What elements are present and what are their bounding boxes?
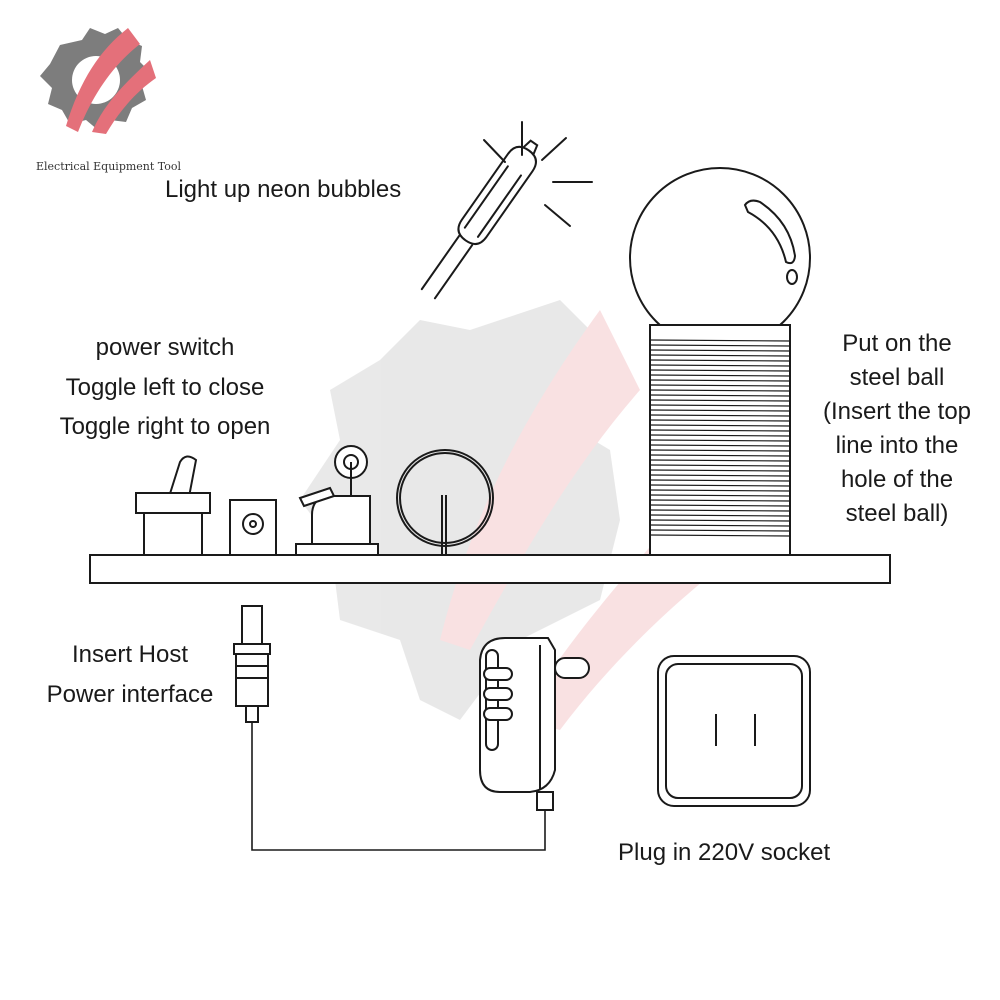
- label-ball-line-4: line into the: [835, 432, 959, 460]
- coil-winding: [649, 419, 791, 422]
- coil-winding: [649, 439, 791, 442]
- label-switch-line-1: power switch: [95, 334, 235, 361]
- coil-winding: [649, 494, 791, 497]
- coil-winding: [649, 429, 791, 432]
- coil-winding: [649, 484, 791, 487]
- label-ball-line-1: Put on the: [842, 330, 952, 357]
- coil-winding: [649, 434, 791, 437]
- label-ball-line-3: (Insert the top: [822, 398, 972, 426]
- coil-winding: [649, 379, 791, 382]
- coil-winding: [649, 489, 791, 492]
- label-ball-line-6: steel ball): [845, 500, 949, 528]
- coil-winding: [649, 444, 791, 447]
- tesla-coil-icon: [649, 324, 791, 556]
- label-ball-line-5: hole of the: [840, 466, 954, 494]
- coil-winding: [649, 374, 791, 377]
- label-switch-line-2: Toggle left to close: [65, 373, 265, 401]
- coil-winding: [649, 409, 791, 412]
- coil-winding: [649, 464, 791, 467]
- label-host-line-2: Power interface: [46, 680, 214, 708]
- wall-socket-icon: [657, 655, 811, 807]
- coil-winding: [649, 519, 791, 522]
- coil-winding: [649, 509, 791, 512]
- dc-plug-icon: [233, 605, 271, 723]
- label-neon-bubbles: Light up neon bubbles: [165, 170, 401, 210]
- coil-winding: [649, 414, 791, 417]
- coil-winding: [649, 474, 791, 477]
- coil-winding: [649, 344, 791, 347]
- label-neon-text: Light up neon bubbles: [165, 176, 402, 203]
- coil-winding: [649, 424, 791, 427]
- power-adapter-icon: [479, 637, 590, 811]
- toggle-switch-icon: [135, 455, 211, 556]
- coil-winding: [649, 459, 791, 462]
- neon-bulb-icon: [420, 121, 593, 300]
- coil-winding: [649, 504, 791, 507]
- brand-name: Electrical Equipment Tool: [36, 160, 182, 173]
- coil-ring-icon: [396, 449, 494, 555]
- coil-winding: [649, 369, 791, 372]
- label-ball-line-2: steel ball: [849, 364, 945, 392]
- coil-winding: [649, 534, 791, 537]
- coil-winding: [649, 354, 791, 357]
- label-switch-line-3: Toggle right to open: [59, 413, 271, 441]
- label-power-switch: power switch Toggle left to close Toggle…: [40, 328, 290, 447]
- coil-winding: [649, 479, 791, 482]
- coil-winding: [649, 449, 791, 452]
- base-board: [89, 554, 891, 584]
- logo-gear-icon: [40, 28, 156, 134]
- coil-winding: [649, 364, 791, 367]
- coil-winding: [649, 454, 791, 457]
- coil-winding: [649, 469, 791, 472]
- label-steel-ball: Put on the steel ball (Insert the top li…: [800, 327, 994, 531]
- coil-winding: [649, 529, 791, 532]
- coil-winding: [649, 384, 791, 387]
- cable: [251, 722, 546, 851]
- label-host-power: Insert Host Power interface: [30, 635, 230, 714]
- coil-winding: [649, 359, 791, 362]
- steel-ball-icon: [629, 167, 811, 349]
- coil-winding: [649, 339, 791, 342]
- coil-winding: [649, 499, 791, 502]
- coil-winding: [649, 524, 791, 527]
- dc-jack-icon: [229, 499, 277, 556]
- coil-winding: [649, 349, 791, 352]
- label-socket: Plug in 220V socket: [618, 833, 830, 873]
- coil-winding: [649, 404, 791, 407]
- coil-winding: [649, 389, 791, 392]
- coil-winding: [649, 399, 791, 402]
- label-socket-text: Plug in 220V socket: [618, 839, 831, 866]
- coil-winding: [649, 394, 791, 397]
- label-host-line-1: Insert Host: [71, 641, 189, 668]
- lamp-holder-icon: [295, 445, 379, 556]
- coil-winding: [649, 514, 791, 517]
